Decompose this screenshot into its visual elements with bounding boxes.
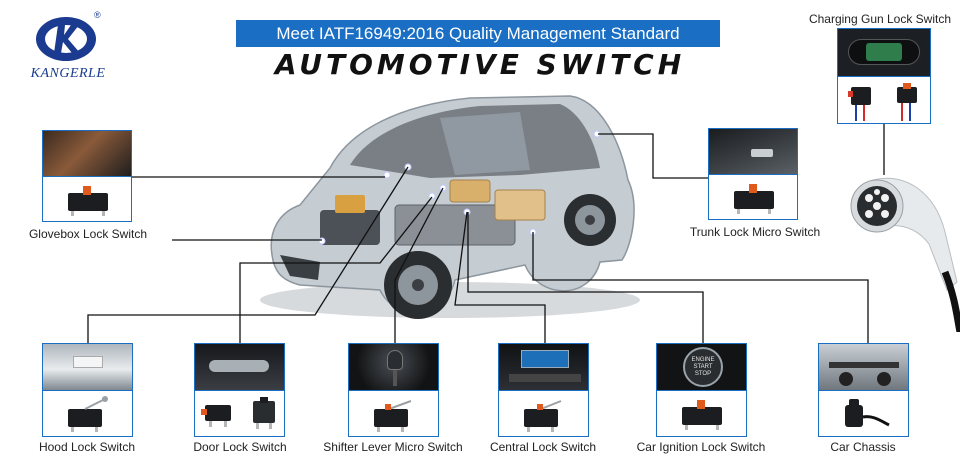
- ignition-label: Car Ignition Lock Switch: [636, 440, 766, 454]
- door-switch-images: [195, 390, 284, 436]
- charging-gun-illustration: [850, 177, 960, 332]
- trunk-photo: [709, 129, 797, 174]
- chassis-switch-image: [819, 390, 908, 436]
- chassis-photo: [819, 344, 908, 390]
- shifter-label: Shifter Lever Micro Switch: [323, 440, 463, 454]
- chassis-label: Car Chassis: [830, 440, 896, 454]
- central-photo: [499, 344, 588, 390]
- shifter-switch-image: [349, 390, 438, 436]
- brand-name: KANGERLE: [30, 66, 106, 81]
- chassis-card[interactable]: [818, 343, 909, 437]
- hood-label: Hood Lock Switch: [38, 440, 136, 454]
- hood-photo: [43, 344, 132, 390]
- standard-banner: Meet IATF16949:2016 Quality Management S…: [236, 20, 720, 47]
- charging-card[interactable]: [837, 28, 931, 124]
- glovebox-photo: [43, 131, 131, 176]
- glovebox-card[interactable]: [42, 130, 132, 222]
- shifter-photo: [349, 344, 438, 390]
- ignition-card[interactable]: ENGINE START STOP: [656, 343, 747, 437]
- kangerle-logo-icon: [36, 17, 96, 61]
- door-photo: [195, 344, 284, 390]
- ignition-photo: ENGINE START STOP: [657, 344, 746, 390]
- hood-switch-image: [43, 390, 132, 436]
- trunk-label: Trunk Lock Micro Switch: [689, 225, 821, 239]
- glovebox-switch-image: [43, 176, 131, 221]
- hood-card[interactable]: [42, 343, 133, 437]
- registered-mark: ®: [94, 10, 101, 20]
- central-card[interactable]: [498, 343, 589, 437]
- trunk-card[interactable]: [708, 128, 798, 220]
- glovebox-label: Glovebox Lock Switch: [28, 227, 148, 241]
- ignition-switch-image: [657, 390, 746, 436]
- central-label: Central Lock Switch: [489, 440, 597, 454]
- shifter-card[interactable]: [348, 343, 439, 437]
- page-headline: AUTOMOTIVE SWITCH: [274, 48, 686, 81]
- charging-label: Charging Gun Lock Switch: [808, 12, 952, 26]
- brand-logo: ® KANGERLE: [18, 10, 118, 82]
- start-stop-button-text: ENGINE START STOP: [691, 356, 715, 377]
- charging-pcb-photo: [838, 29, 930, 76]
- door-label: Door Lock Switch: [193, 440, 287, 454]
- trunk-switch-image: [709, 174, 797, 219]
- charging-switch-images: [838, 76, 930, 123]
- door-card[interactable]: [194, 343, 285, 437]
- central-switch-image: [499, 390, 588, 436]
